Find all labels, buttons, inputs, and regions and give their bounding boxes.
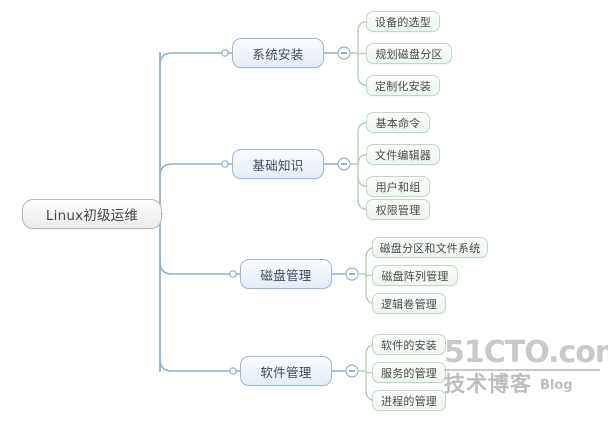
mindmap-leaf-label: 基本命令	[375, 116, 421, 130]
mindmap-leaf-node-4-3[interactable]: 进程的管理	[372, 390, 446, 411]
mindmap-leaf-node-1-2[interactable]: 规划磁盘分区	[366, 43, 452, 64]
mindmap-leaf-label: 软件的安装	[381, 338, 437, 352]
mindmap-branch-label: 磁盘管理	[260, 267, 312, 283]
mindmap-leaf-label: 设备的选型	[375, 15, 431, 29]
watermark-site: 51CTO.com	[444, 335, 608, 371]
mindmap-leaf-node-4-1[interactable]: 软件的安装	[372, 334, 446, 355]
watermark: 51CTO.com 技术博客 Blog	[444, 335, 608, 396]
mindmap-root-node[interactable]: Linux初级运维	[22, 199, 162, 229]
mindmap-leaf-node-2-4[interactable]: 权限管理	[366, 199, 430, 220]
mindmap-leaf-node-3-2[interactable]: 磁盘阵列管理	[372, 265, 458, 286]
watermark-blog-label: Blog	[540, 378, 573, 393]
mindmap-leaf-label: 磁盘分区和文件系统	[379, 241, 481, 255]
mindmap-leaf-label: 磁盘阵列管理	[381, 269, 449, 283]
connector-line	[159, 261, 231, 275]
mindmap-leaf-label: 定制化安装	[375, 79, 431, 93]
connector-line	[159, 52, 223, 66]
connector-line	[159, 163, 223, 177]
mindmap-root-label: Linux初级运维	[45, 208, 139, 224]
mindmap-leaf-node-2-3[interactable]: 用户和组	[366, 176, 430, 197]
mindmap-leaf-label: 进程的管理	[381, 394, 437, 408]
connector-line	[159, 358, 231, 372]
watermark-subtitle: 技术博客	[444, 372, 532, 396]
mindmap-branch-node-2[interactable]: 基础知识	[232, 149, 324, 179]
mindmap-leaf-label: 用户和组	[375, 180, 421, 194]
mindmap-leaf-node-2-2[interactable]: 文件编辑器	[366, 144, 440, 165]
mindmap-leaf-label: 逻辑卷管理	[381, 297, 437, 311]
mindmap-leaf-label: 规划磁盘分区	[375, 47, 443, 61]
mindmap-leaf-node-3-1[interactable]: 磁盘分区和文件系统	[372, 237, 488, 258]
mindmap-branch-node-3[interactable]: 磁盘管理	[240, 259, 332, 289]
mindmap-branch-label: 基础知识	[252, 157, 304, 173]
mindmap-branch-node-4[interactable]: 软件管理	[240, 356, 332, 386]
mindmap-leaf-label: 文件编辑器	[375, 148, 431, 162]
mindmap-leaf-label: 权限管理	[375, 203, 421, 217]
mindmap-branch-node-1[interactable]: 系统安装	[232, 38, 324, 68]
mindmap-leaf-node-1-1[interactable]: 设备的选型	[366, 11, 440, 32]
mindmap-leaf-node-4-2[interactable]: 服务的管理	[372, 362, 446, 383]
mindmap-leaf-node-2-1[interactable]: 基本命令	[366, 112, 430, 133]
mindmap-leaf-label: 服务的管理	[381, 366, 437, 380]
mindmap-leaf-node-3-3[interactable]: 逻辑卷管理	[372, 293, 446, 314]
mindmap-branch-label: 系统安装	[252, 46, 304, 62]
mindmap-leaf-node-1-3[interactable]: 定制化安装	[366, 75, 440, 96]
mindmap-branch-label: 软件管理	[260, 364, 312, 380]
